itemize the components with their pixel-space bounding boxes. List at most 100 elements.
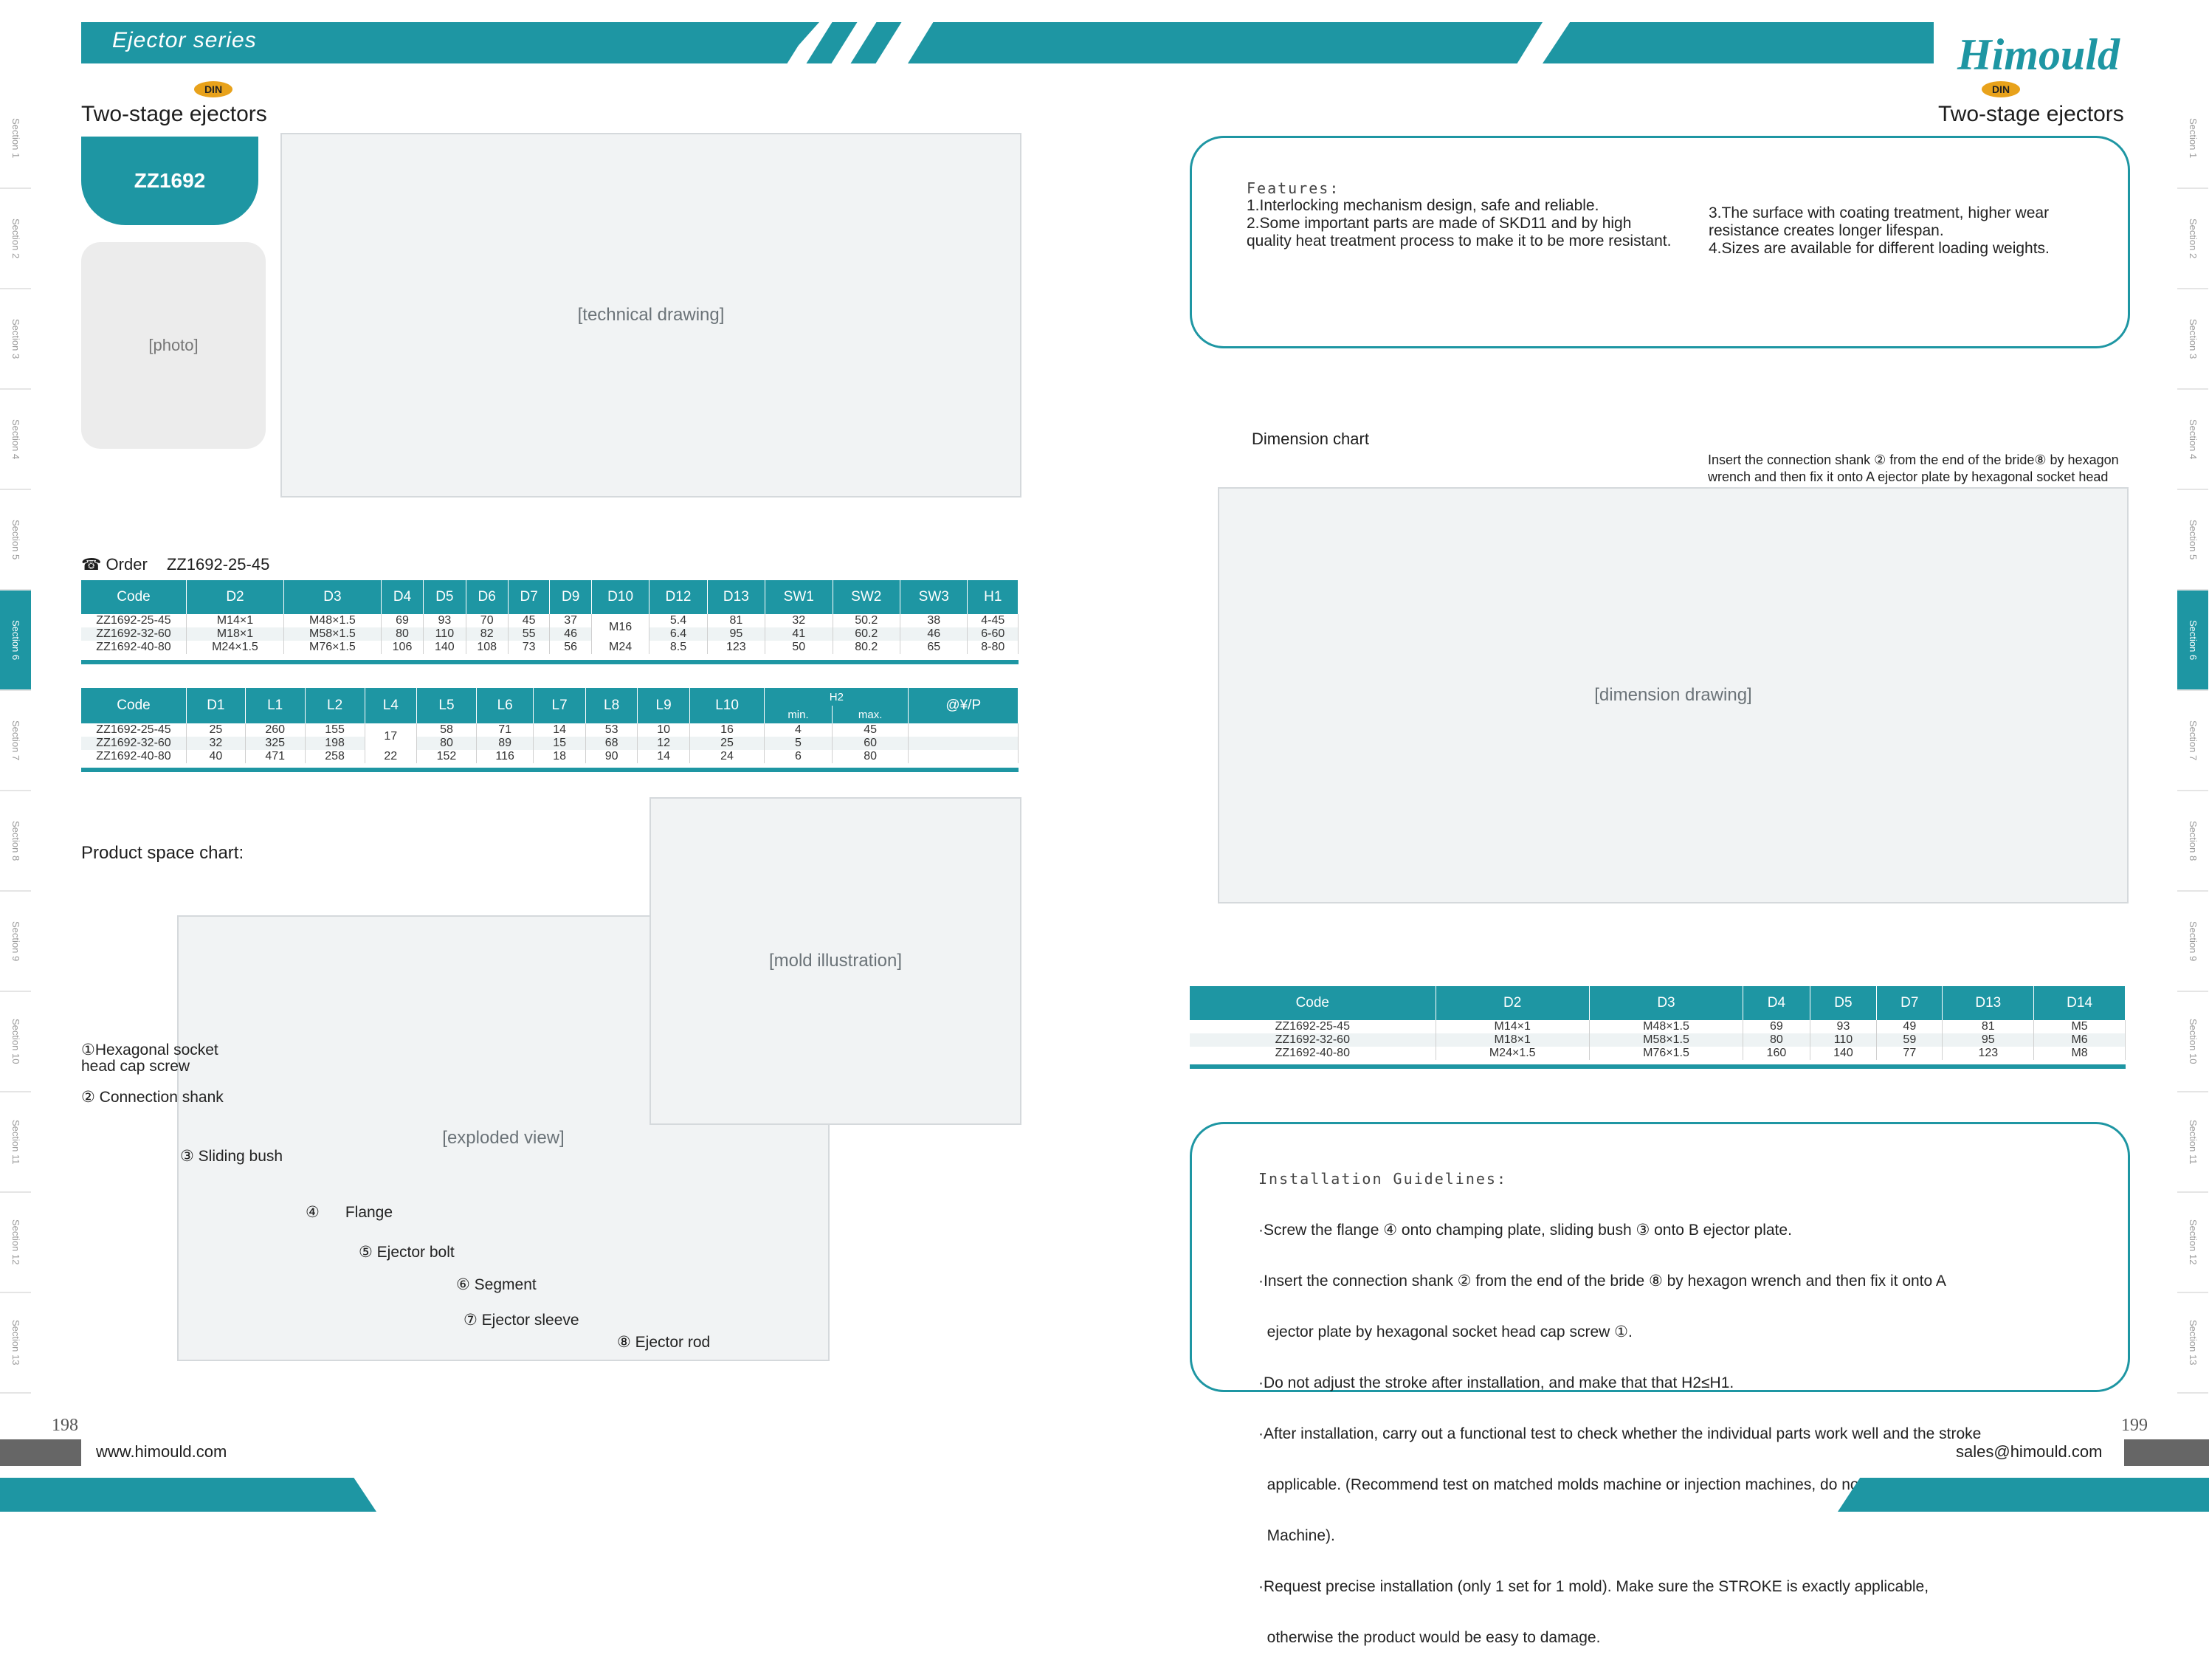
table-cell: M24×1.5 bbox=[186, 641, 284, 654]
table-cell: 69 bbox=[381, 614, 424, 627]
side-tab[interactable]: Section 8 bbox=[0, 791, 31, 892]
table-header: D1 bbox=[186, 688, 246, 723]
side-tab-active[interactable]: Section 6 bbox=[2177, 591, 2208, 691]
table-header: D14 bbox=[2033, 986, 2126, 1020]
table-header: D5 bbox=[1810, 986, 1878, 1020]
table-cell: 4-45 bbox=[967, 614, 1019, 627]
side-tab[interactable]: Section 10 bbox=[0, 992, 31, 1092]
table-header: L9 bbox=[637, 688, 690, 723]
table-cell: 22 bbox=[365, 750, 418, 763]
table-header: D12 bbox=[649, 580, 708, 614]
table-header: D2 bbox=[1436, 986, 1590, 1020]
header-bar-right bbox=[1543, 22, 1934, 63]
header-bar-left bbox=[81, 22, 819, 63]
table-cell: 4 bbox=[764, 723, 833, 737]
side-tab[interactable]: Section 13 bbox=[0, 1293, 31, 1394]
table-cell: 80 bbox=[381, 627, 424, 641]
side-tab[interactable]: Section 2 bbox=[0, 189, 31, 289]
part-label: ⑤ Ejector bolt bbox=[359, 1244, 455, 1261]
table-cell: 60 bbox=[832, 737, 909, 750]
table-cell: 95 bbox=[1942, 1033, 2035, 1047]
table-cell: 25 bbox=[689, 737, 765, 750]
side-tab[interactable]: Section 5 bbox=[0, 490, 31, 591]
table-cell: 65 bbox=[900, 641, 968, 654]
table-header: Code bbox=[81, 580, 187, 614]
table-cell: 17 bbox=[365, 723, 418, 750]
side-tab[interactable]: Section 12 bbox=[2177, 1193, 2208, 1293]
part-label: ③ Sliding bush bbox=[180, 1148, 283, 1165]
table-cell: 471 bbox=[245, 750, 306, 763]
website-link[interactable]: www.himould.com bbox=[96, 1442, 227, 1461]
side-tab[interactable]: Section 7 bbox=[2177, 691, 2208, 791]
table-cell: M24×1.5 bbox=[1436, 1047, 1590, 1060]
features-title: Features: bbox=[1247, 179, 1340, 197]
side-tab[interactable]: Section 4 bbox=[0, 390, 31, 490]
table-header: L2 bbox=[305, 688, 365, 723]
order-example: ZZ1692-25-45 bbox=[166, 555, 270, 574]
spec-table-3: Code D2 D3 D4 D5 D7 D13 D14 ZZ1692-25-45… bbox=[1190, 986, 2126, 1060]
side-tab[interactable]: Section 3 bbox=[0, 289, 31, 390]
side-tab[interactable]: Section 13 bbox=[2177, 1293, 2208, 1394]
header-stripe bbox=[850, 22, 902, 63]
table-cell: 8-80 bbox=[967, 641, 1019, 654]
table-header: Code bbox=[1190, 986, 1436, 1020]
table-header: D7 bbox=[1876, 986, 1943, 1020]
table-cell: 198 bbox=[305, 737, 365, 750]
table-cell: 155 bbox=[305, 723, 365, 737]
table-cell: 55 bbox=[508, 627, 551, 641]
page-number-left: 198 bbox=[52, 1416, 78, 1435]
table-cell: 68 bbox=[585, 737, 638, 750]
table-header: D13 bbox=[707, 580, 766, 614]
table-header: H2 bbox=[764, 688, 909, 706]
header-stripe bbox=[806, 22, 858, 63]
side-tab[interactable]: Section 12 bbox=[0, 1193, 31, 1293]
table-cell: 110 bbox=[423, 627, 466, 641]
installation-line: ·Insert the connection shank ② from the … bbox=[1258, 1273, 1946, 1290]
table-cell: 140 bbox=[423, 641, 466, 654]
side-tab[interactable]: Section 8 bbox=[2177, 791, 2208, 892]
table-cell: 14 bbox=[637, 750, 690, 763]
table-cell: M6 bbox=[2033, 1033, 2126, 1047]
side-tab[interactable]: Section 11 bbox=[0, 1092, 31, 1193]
table-cell: 152 bbox=[416, 750, 477, 763]
side-tab[interactable]: Section 4 bbox=[2177, 390, 2208, 490]
email-link[interactable]: sales@himould.com bbox=[1956, 1442, 2103, 1461]
side-tab-active[interactable]: Section 6 bbox=[0, 591, 31, 691]
table-footer-bar bbox=[81, 660, 1019, 664]
side-tab[interactable]: Section 7 bbox=[0, 691, 31, 791]
table-header: L8 bbox=[585, 688, 638, 723]
din-badge-right: DIN bbox=[1982, 81, 2020, 97]
table-header: D10 bbox=[591, 580, 650, 614]
footer-bar-left bbox=[0, 1478, 376, 1512]
side-tab[interactable]: Section 2 bbox=[2177, 189, 2208, 289]
table-cell: M5 bbox=[2033, 1020, 2126, 1033]
table-header: L1 bbox=[245, 688, 306, 723]
side-tab[interactable]: Section 9 bbox=[0, 892, 31, 992]
table-cell: M58×1.5 bbox=[283, 627, 382, 641]
side-tab[interactable]: Section 11 bbox=[2177, 1092, 2208, 1193]
table-cell: 110 bbox=[1810, 1033, 1878, 1047]
side-tab[interactable]: Section 9 bbox=[2177, 892, 2208, 992]
installation-title: Installation Guidelines: bbox=[1258, 1170, 1507, 1188]
table-header: L10 bbox=[689, 688, 765, 723]
table-footer-bar bbox=[81, 768, 1019, 772]
side-tab[interactable]: Section 5 bbox=[2177, 490, 2208, 591]
side-tab[interactable]: Section 3 bbox=[2177, 289, 2208, 390]
table-cell: 325 bbox=[245, 737, 306, 750]
table-cell: M16 bbox=[591, 614, 650, 641]
table-header: D4 bbox=[381, 580, 424, 614]
table-cell: 89 bbox=[476, 737, 534, 750]
table-cell: 53 bbox=[585, 723, 638, 737]
table-cell: ZZ1692-40-80 bbox=[81, 641, 187, 654]
table-cell: M48×1.5 bbox=[283, 614, 382, 627]
side-tab[interactable]: Section 10 bbox=[2177, 992, 2208, 1092]
table-cell: 18 bbox=[533, 750, 586, 763]
table-header: H1 bbox=[967, 580, 1019, 614]
side-tab[interactable]: Section 1 bbox=[2177, 89, 2208, 189]
side-tab[interactable]: Section 1 bbox=[0, 89, 31, 189]
table-cell: 73 bbox=[508, 641, 551, 654]
table-cell: 82 bbox=[466, 627, 509, 641]
table-cell: 50.2 bbox=[833, 614, 901, 627]
space-chart-title: Product space chart: bbox=[81, 843, 244, 863]
table-cell: 123 bbox=[707, 641, 766, 654]
